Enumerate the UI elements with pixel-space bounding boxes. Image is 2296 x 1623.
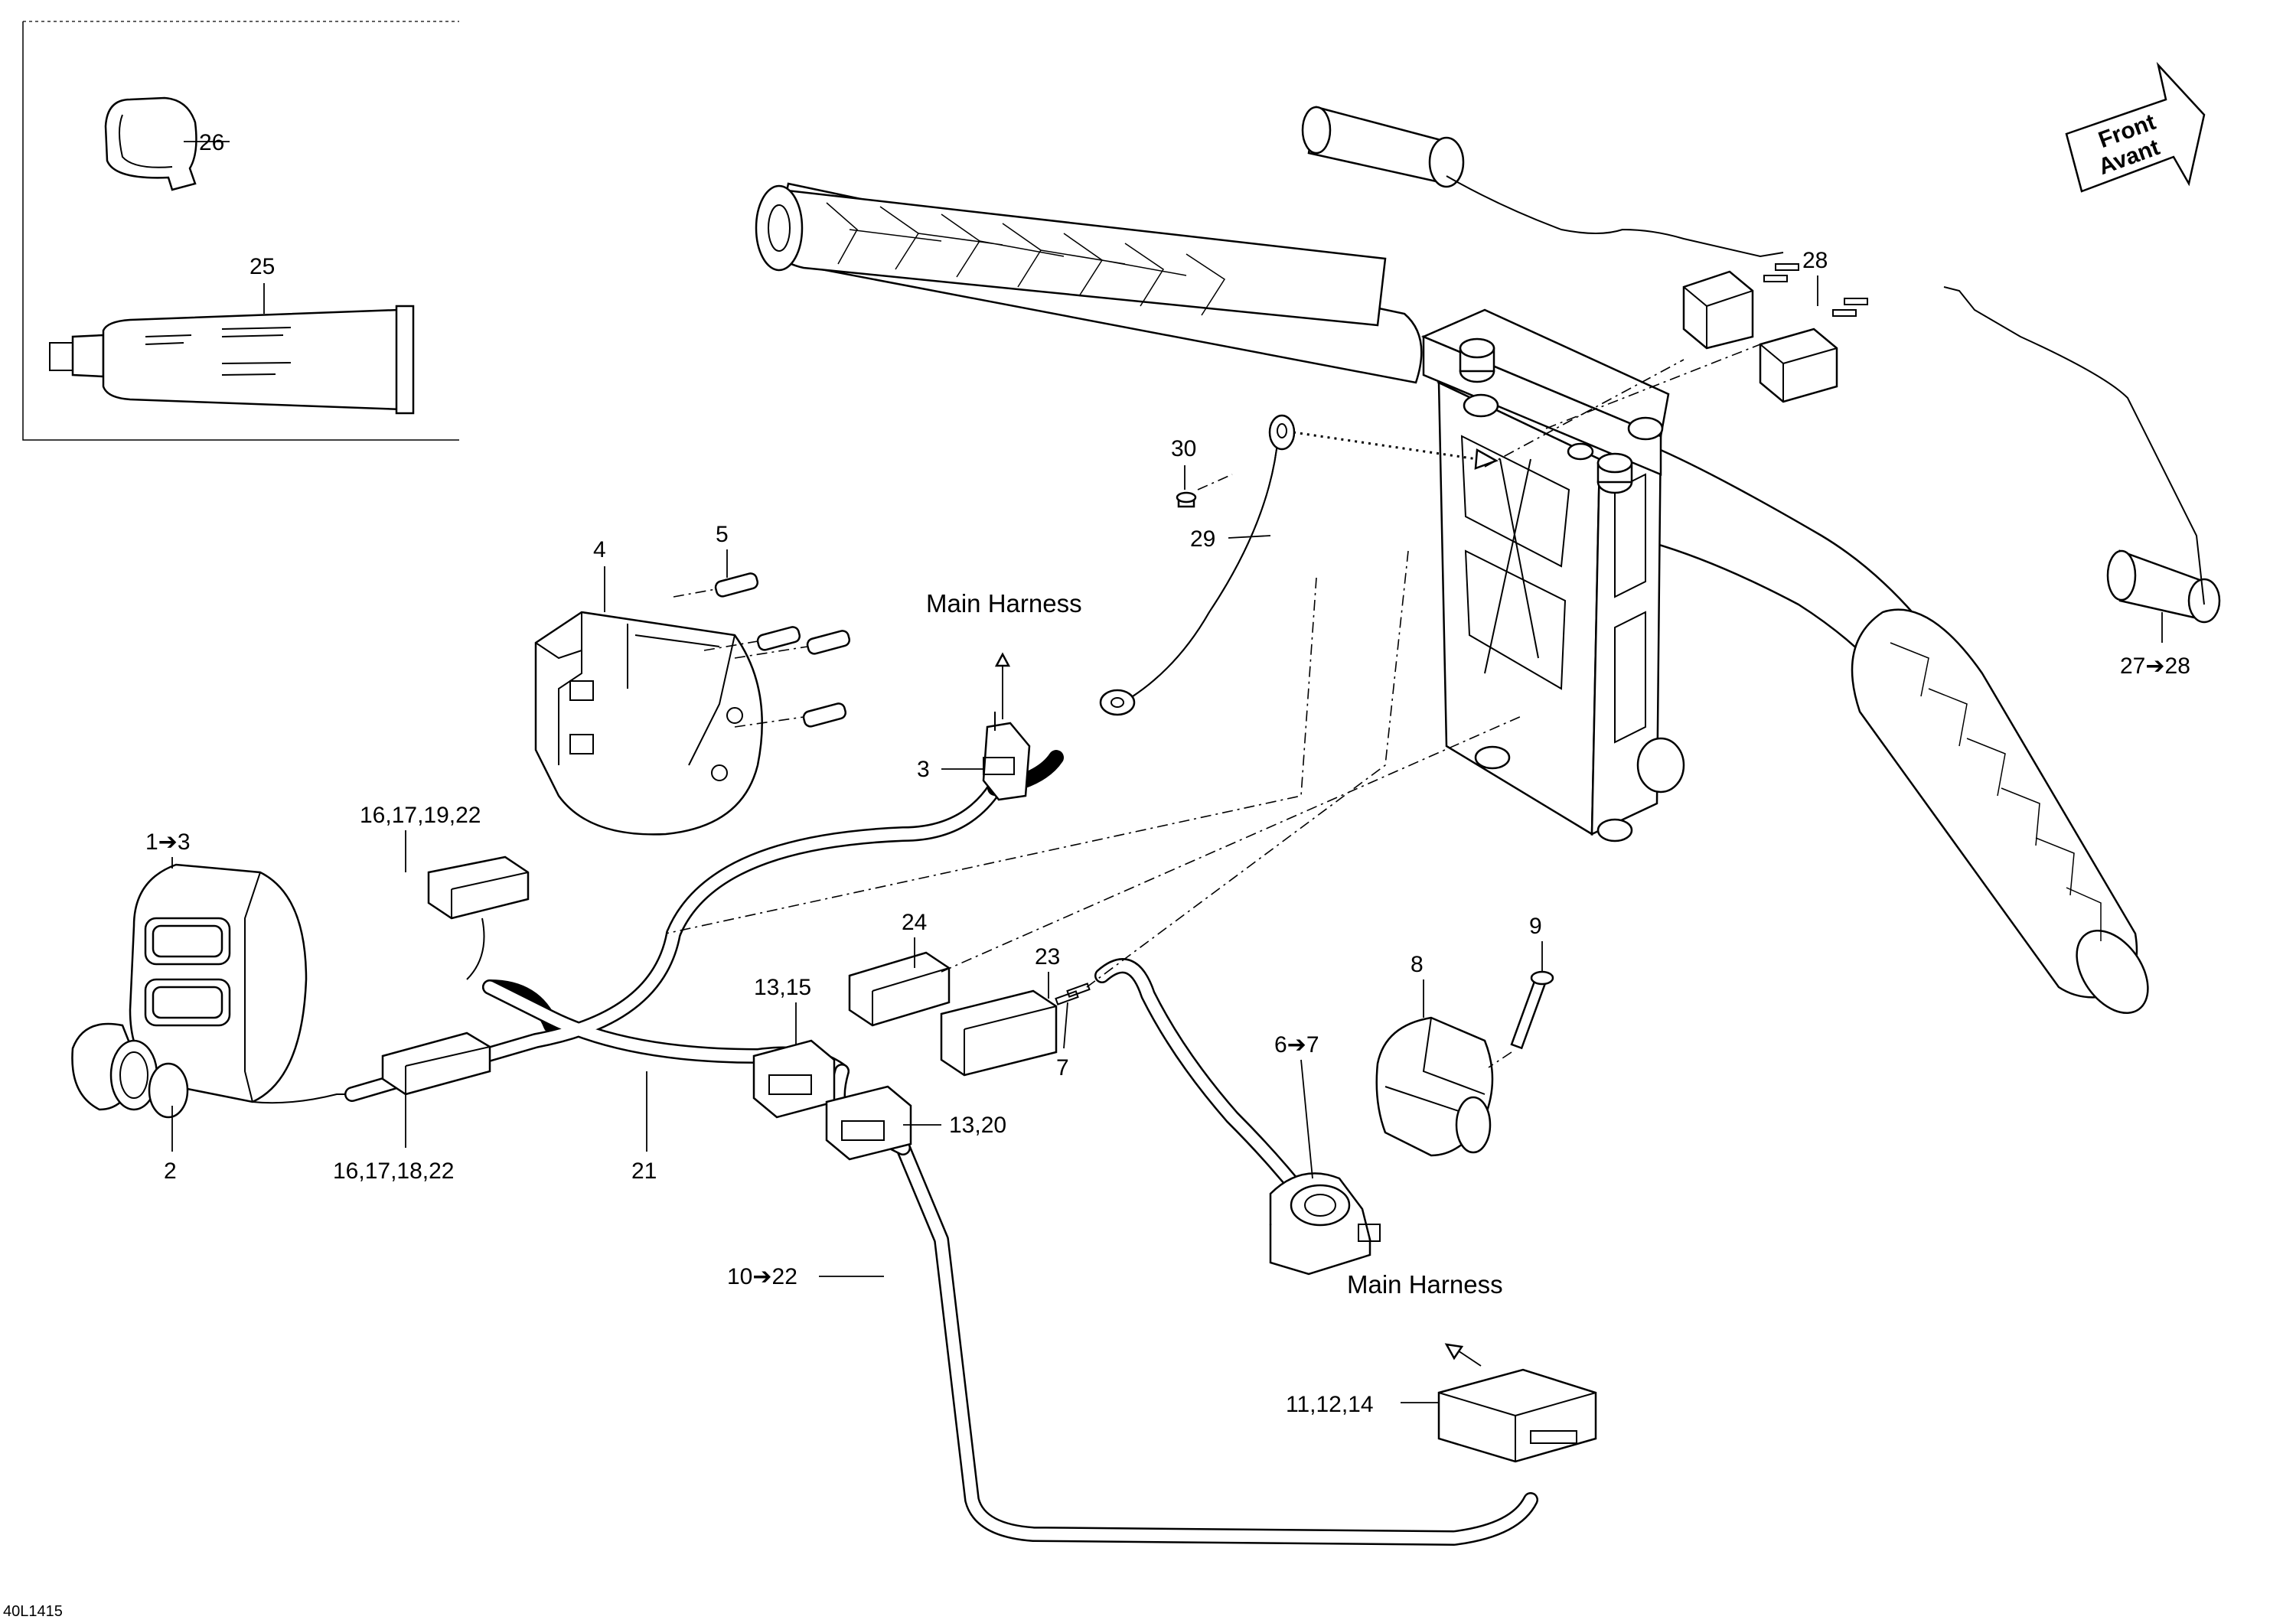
callout-4: 4: [593, 537, 606, 562]
callout-24: 24: [902, 910, 927, 935]
callout-23: 23: [1035, 944, 1060, 970]
grease-tube-part-25[interactable]: [49, 305, 415, 415]
connector-part-16-17-19-22[interactable]: [427, 855, 530, 920]
grip-wire-right: [1943, 286, 2205, 605]
handlebar-riser[interactable]: [1420, 308, 1685, 842]
callout-13-20: 13,20: [949, 1113, 1006, 1138]
inset-box: [22, 21, 459, 441]
assembly-center-lines: [665, 344, 1761, 988]
switch-part-3[interactable]: [982, 712, 1031, 801]
callout-11-12-14: 11,12,14: [1286, 1392, 1374, 1417]
callout-13-15: 13,15: [754, 975, 811, 1000]
callout-27-28: 27➔28: [2120, 653, 2190, 679]
handlebar[interactable]: [755, 182, 2163, 1026]
switch-assembly-part-1[interactable]: [129, 863, 308, 1103]
switch-housing-part-4[interactable]: [534, 611, 763, 836]
main-harness-top-arrowhead: [994, 652, 1011, 667]
callout-16-17-19-22: 16,17,19,22: [360, 803, 481, 828]
switch-buttons-part-2[interactable]: [71, 1022, 189, 1119]
connector-part-23[interactable]: [940, 989, 1058, 1077]
callout-16-17-18-22: 16,17,18,22: [333, 1159, 454, 1184]
heated-grip-element-left[interactable]: [1301, 106, 1465, 188]
callout-10-22: 10➔22: [727, 1264, 797, 1289]
screws-part-5[interactable]: [714, 572, 851, 728]
screw-assembly-lines: [673, 588, 808, 728]
screw-30-assembly-line: [1197, 474, 1233, 490]
switch-wire: [252, 1093, 352, 1104]
main-harness-bottom-arrow: [1457, 1350, 1482, 1367]
connector-part-13-20[interactable]: [825, 1085, 912, 1161]
connector-19-wire: [466, 917, 485, 980]
callout-28: 28: [1802, 248, 1828, 273]
callout-26: 26: [199, 130, 224, 155]
grip-wire-left: [1446, 175, 1784, 258]
callout-21: 21: [631, 1159, 657, 1184]
connector-part-11-12-14[interactable]: [1437, 1368, 1597, 1463]
leader-lines: [171, 141, 2163, 1403]
callout-6-7: 6➔7: [1274, 1032, 1319, 1058]
callout-2: 2: [164, 1159, 177, 1184]
connector-part-28-left[interactable]: [1682, 263, 1799, 350]
front-direction-arrow: Front Avant: [2065, 61, 2206, 193]
connector-part-13-15[interactable]: [752, 1039, 836, 1119]
callout-8: 8: [1411, 952, 1424, 977]
main-harness-bottom-arrowhead: [1444, 1343, 1464, 1361]
connector-part-28-right[interactable]: [1759, 298, 1868, 403]
callout-30: 30: [1171, 436, 1196, 461]
screw-part-30[interactable]: [1176, 491, 1197, 508]
callout-9: 9: [1529, 914, 1542, 939]
ground-cable-part-29[interactable]: [1099, 414, 1296, 716]
knob-part-8[interactable]: [1375, 1016, 1494, 1157]
callout-25: 25: [249, 254, 275, 279]
routing-arrowhead: [1474, 448, 1499, 470]
callout-1-3: 1➔3: [145, 829, 191, 855]
connector-part-16-17-18-22[interactable]: [381, 1031, 491, 1096]
terminals-part-7[interactable]: [1055, 983, 1091, 1005]
main-harness-label-top: Main Harness: [926, 589, 1082, 618]
pin-part-9[interactable]: [1510, 970, 1554, 1050]
pin-9-assembly-line: [1488, 1051, 1512, 1068]
callout-7: 7: [1056, 1055, 1069, 1080]
main-harness-label-bottom: Main Harness: [1347, 1270, 1503, 1299]
connector-part-24[interactable]: [848, 951, 951, 1027]
grip-pattern: [826, 202, 2102, 941]
switch-part-6[interactable]: [1269, 1172, 1381, 1276]
callout-5: 5: [716, 522, 729, 547]
callout-3: 3: [917, 757, 930, 782]
callout-29: 29: [1190, 526, 1215, 552]
clip-part-26[interactable]: [104, 96, 197, 191]
drawing-id: 40L1415: [3, 1603, 63, 1620]
